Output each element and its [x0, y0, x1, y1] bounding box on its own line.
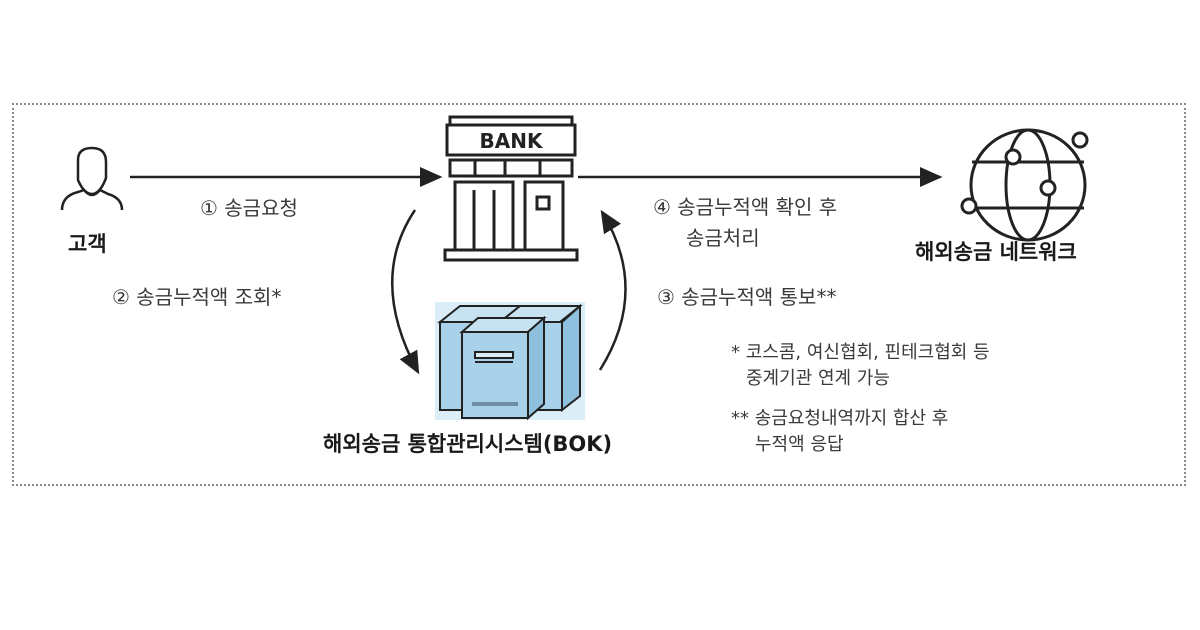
server-icon — [435, 302, 585, 421]
arrow-system-to-bank — [598, 209, 627, 371]
note2-line2: 누적액 응답 — [755, 434, 844, 455]
step1-label: ① 송금요청 — [200, 196, 298, 220]
person-icon — [60, 146, 124, 211]
step3-label: ③ 송금누적액 통보** — [657, 285, 837, 309]
step4-label-line2: 송금처리 — [686, 226, 760, 250]
note2-line1: ** 송금요청내역까지 합산 후 — [731, 408, 949, 429]
network-label: 해외송금 네트워크 — [915, 240, 1077, 264]
note1-line1: * 코스콤, 여신협회, 핀테크협회 등 — [731, 342, 990, 363]
diagram-frame — [12, 103, 1186, 486]
note1-line2: 중계기관 연계 가능 — [746, 368, 890, 389]
step2-label: ② 송금누적액 조회* — [112, 285, 282, 309]
bank-icon — [443, 115, 579, 262]
bank-sign-text: BANK — [480, 129, 544, 153]
customer-label: 고객 — [68, 232, 107, 256]
globe-icon — [960, 128, 1089, 242]
step4-label-line1: ④ 송금누적액 확인 후 — [653, 195, 838, 219]
system-label: 해외송금 통합관리시스템(BOK) — [323, 432, 613, 456]
arrow-bank-to-system — [391, 209, 420, 375]
